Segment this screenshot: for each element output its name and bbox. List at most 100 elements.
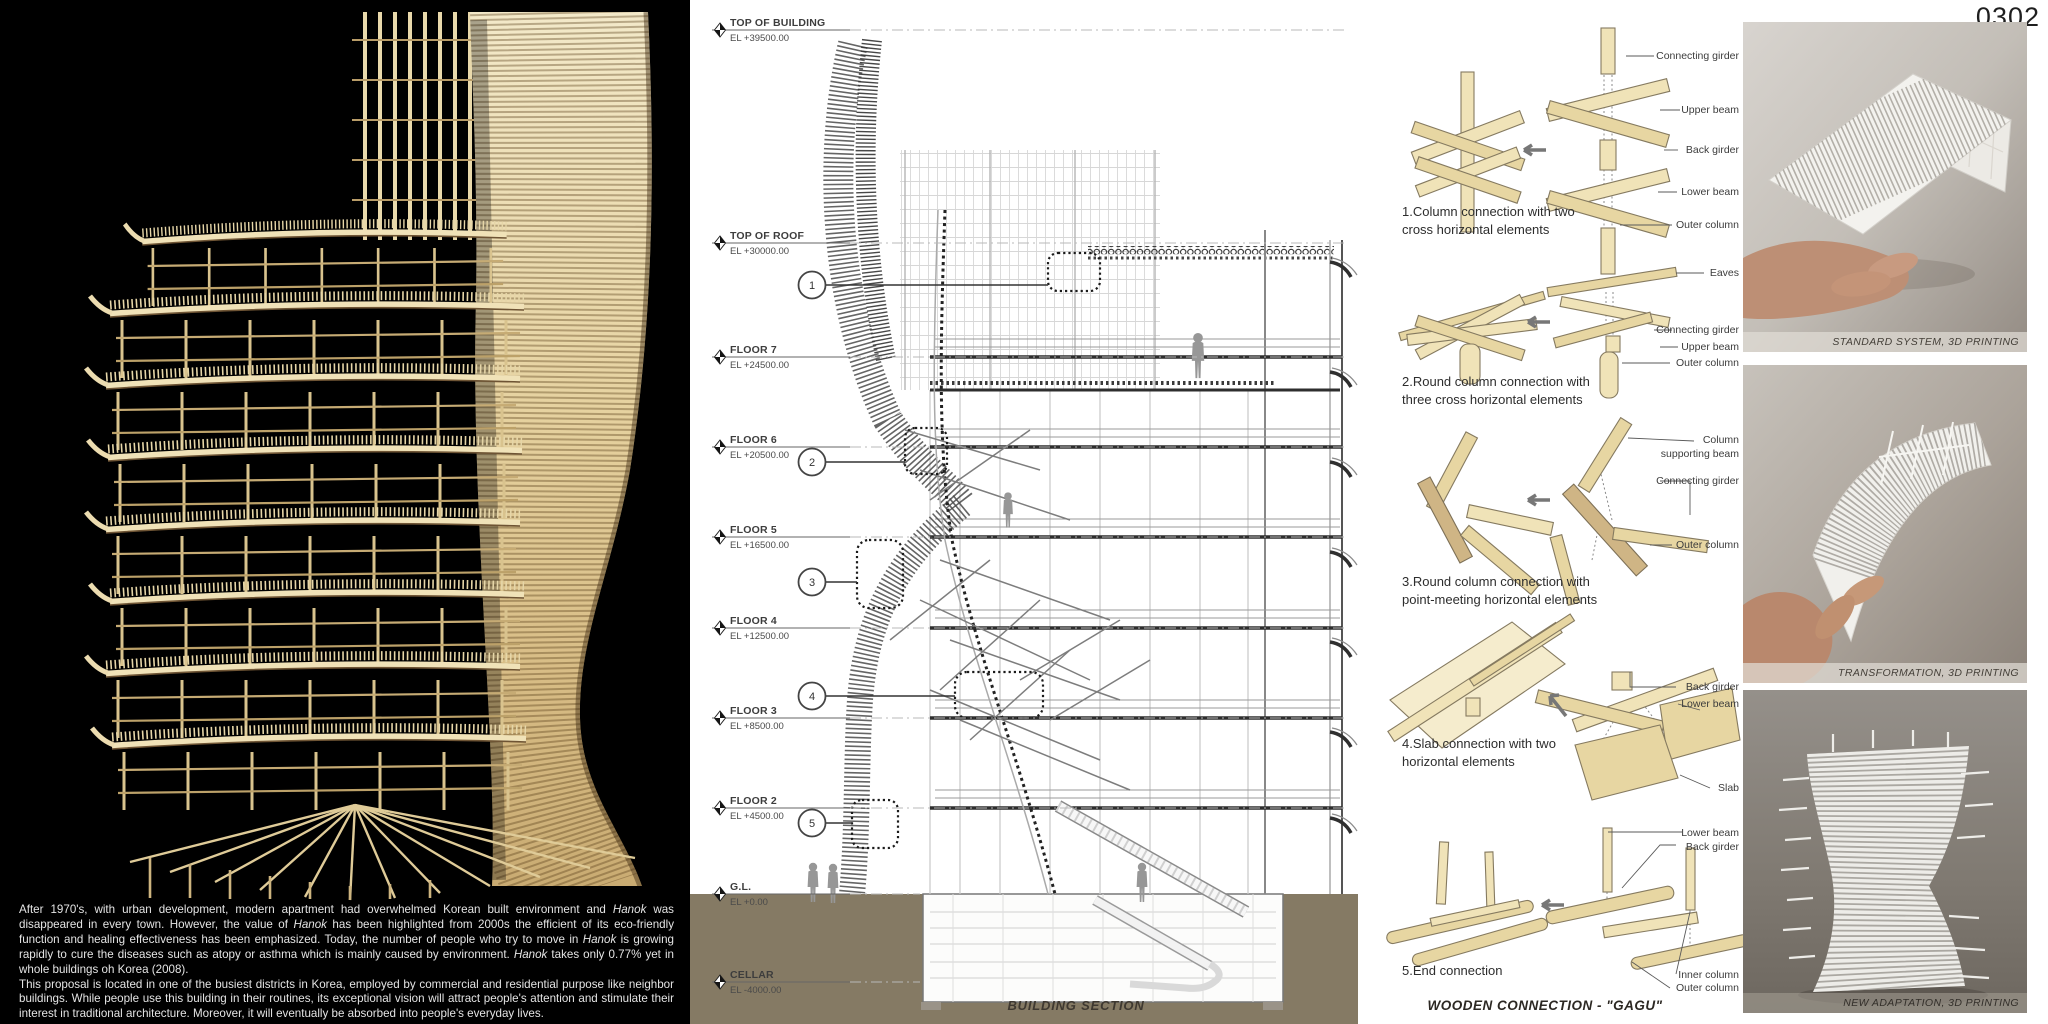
photo-3-image xyxy=(1743,690,2027,1013)
svg-text:FLOOR 6: FLOOR 6 xyxy=(730,434,777,446)
arrow-left-icon xyxy=(1523,143,1546,157)
part-label: Upper beam xyxy=(1681,104,1739,116)
part-label: Lower beam xyxy=(1681,186,1739,198)
photo-transformation: TRANSFORMATION, 3D PRINTING xyxy=(1743,365,2027,683)
roof-eaves xyxy=(1328,256,1359,835)
intro-paragraphs: After 1970's, with urban development, mo… xyxy=(19,903,674,1022)
diagram-caption: three cross horizontal elements xyxy=(1402,392,1583,407)
hand xyxy=(1743,240,1909,320)
part-label: Lower beam xyxy=(1681,827,1739,839)
diagram-caption: cross horizontal elements xyxy=(1402,222,1550,237)
svg-text:EL +39500.00: EL +39500.00 xyxy=(730,33,789,44)
intro-paragraph-2: This proposal is located in one of the b… xyxy=(19,977,674,1021)
part-label: Upper beam xyxy=(1681,341,1739,353)
part-label: Back girder xyxy=(1686,681,1740,693)
level-floor-5: FLOOR 5 EL +16500.00 xyxy=(712,524,1345,551)
svg-text:4: 4 xyxy=(809,691,815,703)
diagram-4-slab-connection: Back girder Lower beam Slab 4.Slab conne… xyxy=(1387,613,1741,801)
svg-text:CELLAR: CELLAR xyxy=(730,969,774,981)
detail-marker-3: 3 xyxy=(797,567,827,597)
level-floor-7: FLOOR 7 EL +24500.00 xyxy=(712,344,1345,371)
detail-marker-4: 4 xyxy=(797,681,827,711)
photo-standard-system: STANDARD SYSTEM, 3D PRINTING xyxy=(1743,22,2027,352)
level-top-of-building: TOP OF BUILDING EL +39500.00 xyxy=(712,17,1345,44)
svg-text:TOP OF ROOF: TOP OF ROOF xyxy=(730,230,805,242)
part-label: Connecting girder xyxy=(1656,50,1739,62)
diagram-caption: 2.Round column connection with xyxy=(1402,374,1590,389)
photos-panel: 0302 xyxy=(1743,0,2048,1024)
section-caption: BUILDING SECTION xyxy=(1007,998,1144,1013)
photo-2-image xyxy=(1743,365,2027,683)
level-cellar: CELLAR EL -4000.00 xyxy=(712,969,920,996)
escalator xyxy=(1054,800,1250,918)
wooden-connection-diagrams: Connecting girder Upper beam Back girder… xyxy=(1386,27,1750,1013)
diagram-caption: 1.Column connection with two xyxy=(1402,204,1575,219)
svg-text:FLOOR 7: FLOOR 7 xyxy=(730,344,777,356)
level-floor-4: FLOOR 4 EL +12500.00 xyxy=(712,615,1345,642)
arrow-left-icon xyxy=(1527,493,1550,507)
svg-text:EL +24500.00: EL +24500.00 xyxy=(730,360,789,371)
part-label: Back girder xyxy=(1686,841,1740,853)
svg-text:EL +8500.00: EL +8500.00 xyxy=(730,721,784,732)
diagram-caption: 4.Slab connection with two xyxy=(1402,736,1556,751)
svg-text:EL +12500.00: EL +12500.00 xyxy=(730,631,789,642)
detail-marker-1: 1 xyxy=(797,270,827,300)
part-label: Connecting girder xyxy=(1656,475,1739,487)
part-label: Outer column xyxy=(1676,219,1739,231)
diagram-caption: 5.End connection xyxy=(1402,963,1502,978)
svg-text:FLOOR 2: FLOOR 2 xyxy=(730,795,777,807)
part-label: supporting beam xyxy=(1661,448,1739,460)
building-section-drawing: 1 2 3 4 5 TOP OF BUILDING xyxy=(690,17,1359,1024)
truss-braces xyxy=(889,429,1151,791)
svg-text:5: 5 xyxy=(809,818,815,830)
svg-text:G.L.: G.L. xyxy=(730,881,751,893)
photo-new-adaptation: NEW ADAPTATION, 3D PRINTING xyxy=(1743,690,2027,1013)
part-label: Eaves xyxy=(1710,267,1739,279)
detail-boxes xyxy=(850,251,1102,850)
intro-paragraph-1: After 1970's, with urban development, mo… xyxy=(19,903,674,976)
diagram-1-column-two-cross: Connecting girder Upper beam Back girder… xyxy=(1402,27,1740,275)
svg-text:EL -4000.00: EL -4000.00 xyxy=(730,985,781,996)
arrow-up-left-icon xyxy=(1548,693,1568,718)
part-label: Lower beam xyxy=(1681,698,1739,710)
photo-caption: STANDARD SYSTEM, 3D PRINTING xyxy=(1743,332,2027,352)
level-ground: G.L. EL +0.00 xyxy=(712,881,920,908)
hand xyxy=(1743,592,1833,683)
arrow-left-icon xyxy=(1527,315,1550,329)
intro-panel: After 1970's, with urban development, mo… xyxy=(0,0,690,1024)
svg-text:FLOOR 5: FLOOR 5 xyxy=(730,524,777,536)
svg-text:TOP OF BUILDING: TOP OF BUILDING xyxy=(730,17,825,29)
diagram-3-point-meeting: Column supporting beam Connecting girder… xyxy=(1402,416,1739,607)
svg-text:FLOOR 4: FLOOR 4 xyxy=(730,615,777,627)
svg-text:1: 1 xyxy=(809,280,815,292)
part-label: Outer column xyxy=(1676,539,1739,551)
glazing-grid xyxy=(900,150,1334,390)
diagram-2-round-column-three-cross: Eaves Connecting girder Upper beam Outer… xyxy=(1398,266,1739,407)
connections-panel: Connecting girder Upper beam Back girder… xyxy=(1360,0,1750,1024)
part-label: Slab xyxy=(1718,782,1739,794)
svg-text:FLOOR 3: FLOOR 3 xyxy=(730,705,777,717)
photo-1-image xyxy=(1743,22,2027,352)
detail-leaders xyxy=(826,284,1048,824)
level-floor-2: FLOOR 2 EL +4500.00 xyxy=(712,795,1345,822)
model-slat-spikes xyxy=(1778,730,1994,980)
photo-caption: NEW ADAPTATION, 3D PRINTING xyxy=(1743,993,2027,1013)
connections-title: WOODEN CONNECTION - "GAGU" xyxy=(1427,998,1662,1013)
detail-marker-5: 5 xyxy=(797,808,827,838)
svg-text:EL +20500.00: EL +20500.00 xyxy=(730,450,789,461)
basement xyxy=(921,893,1284,1010)
svg-text:EL +16500.00: EL +16500.00 xyxy=(730,540,789,551)
photo-caption: TRANSFORMATION, 3D PRINTING xyxy=(1743,663,2027,683)
part-label: Inner column xyxy=(1678,969,1739,981)
diagram-5-end-connection: Lower beam Back girder Inner column Oute… xyxy=(1386,827,1750,994)
detail-marker-2: 2 xyxy=(797,447,827,477)
diagram-caption: 3.Round column connection with xyxy=(1402,574,1590,589)
level-floor-6: FLOOR 6 EL +20500.00 xyxy=(712,434,1345,461)
part-label: Connecting girder xyxy=(1656,324,1739,336)
svg-text:3: 3 xyxy=(809,577,815,589)
part-label: Outer column xyxy=(1676,357,1739,369)
part-label: Back girder xyxy=(1686,144,1740,156)
level-floor-3: FLOOR 3 EL +8500.00 xyxy=(712,705,1345,732)
part-label: Outer column xyxy=(1676,982,1739,994)
